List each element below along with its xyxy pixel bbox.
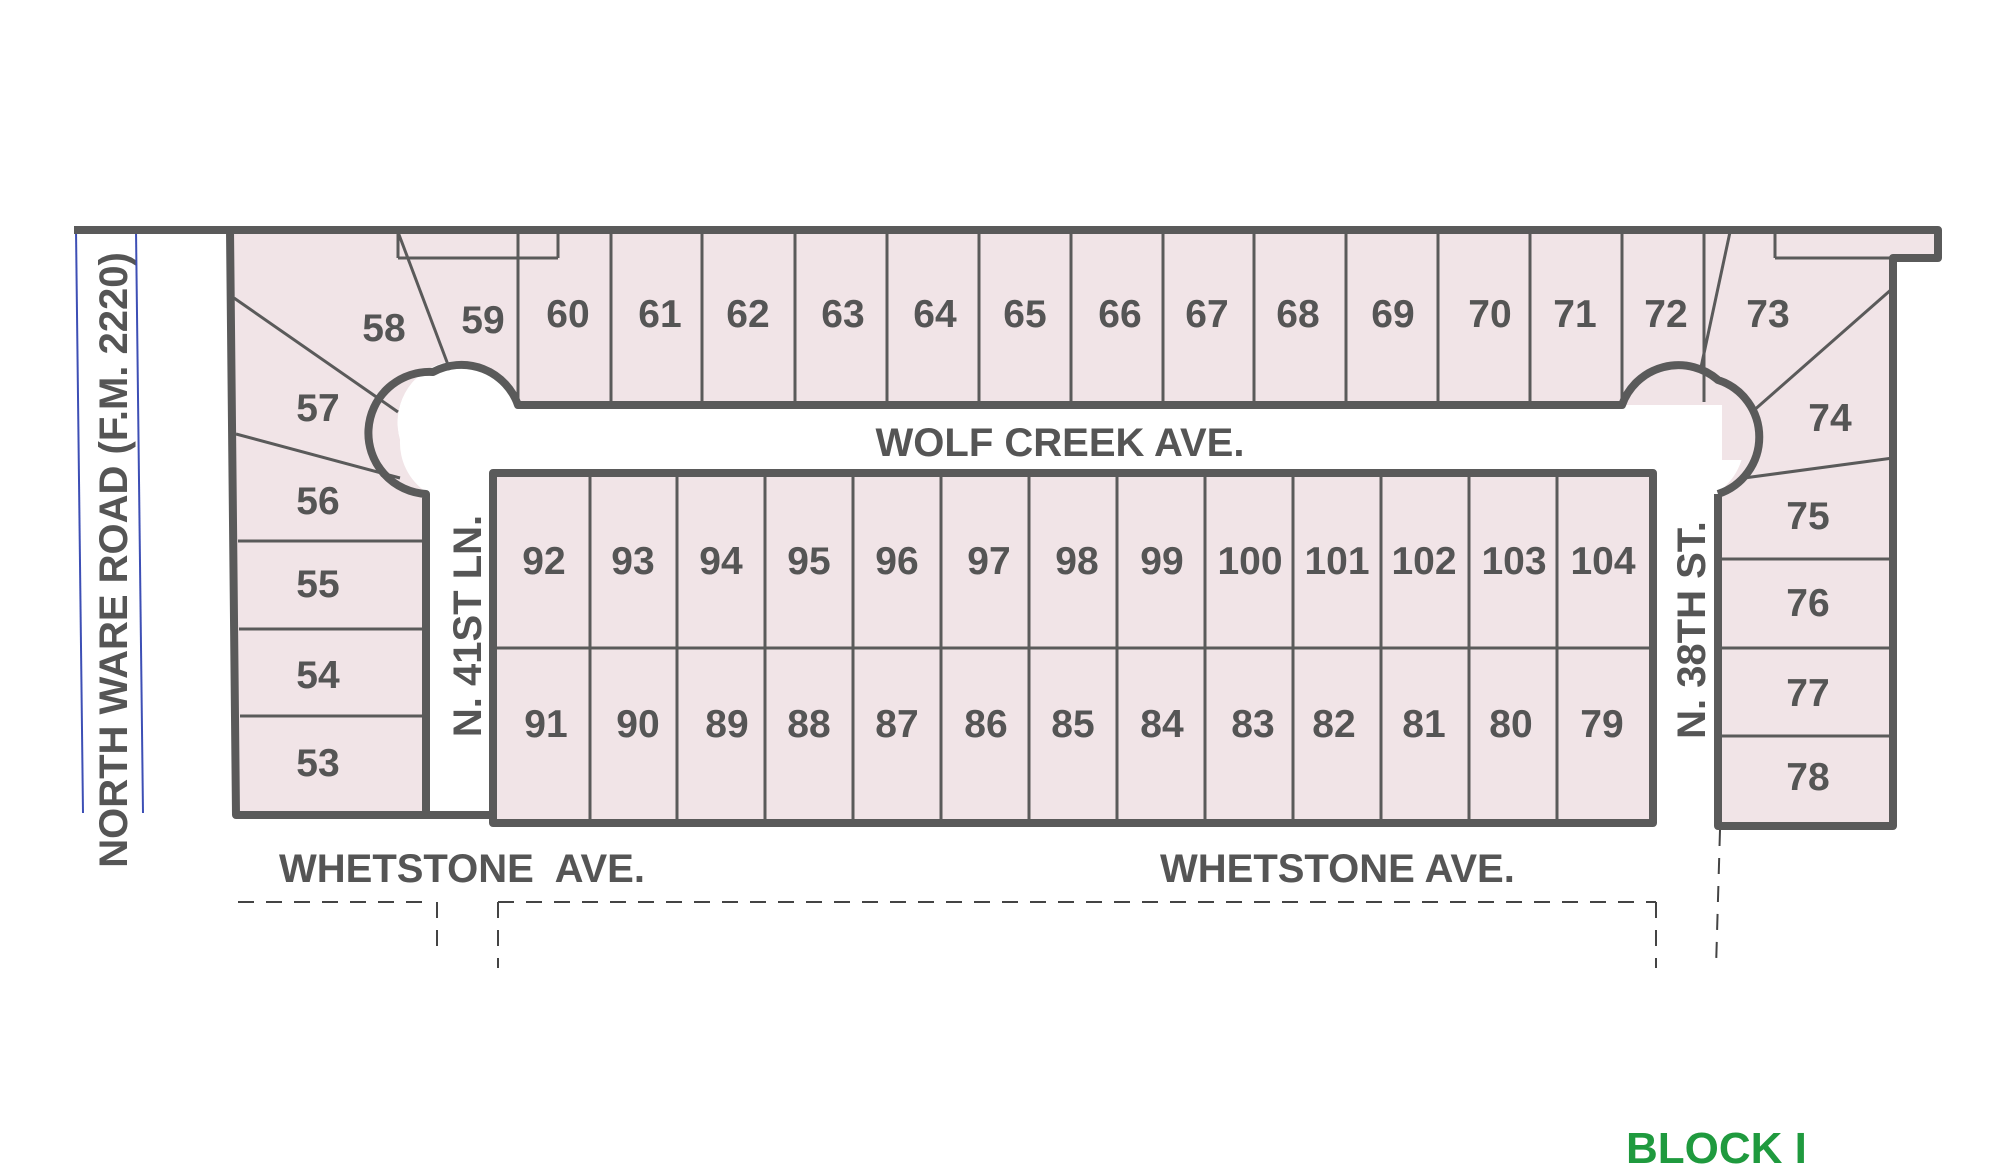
lot-label: 100 bbox=[1217, 540, 1282, 583]
north-ware-road bbox=[75, 229, 144, 814]
lot-label: 90 bbox=[616, 703, 659, 746]
lot-label: 86 bbox=[964, 703, 1007, 746]
west-boundary bbox=[226, 229, 493, 819]
lot-label: 101 bbox=[1304, 540, 1369, 583]
lot-label: 66 bbox=[1098, 293, 1141, 336]
lot-label: 93 bbox=[611, 540, 654, 583]
lot-label: 67 bbox=[1185, 293, 1228, 336]
lot-label: 76 bbox=[1786, 582, 1829, 625]
lot-label: 62 bbox=[726, 293, 769, 336]
lot-label: 83 bbox=[1231, 703, 1274, 746]
lot-label: 79 bbox=[1580, 703, 1623, 746]
lot-label: 61 bbox=[638, 293, 681, 336]
lot-label: 82 bbox=[1312, 703, 1355, 746]
lot-label: 75 bbox=[1786, 495, 1829, 538]
lot-label: 88 bbox=[787, 703, 830, 746]
lot-label: 87 bbox=[875, 703, 918, 746]
lot-label: 74 bbox=[1808, 397, 1852, 440]
lot-labels: 58 59 60 61 62 63 64 65 66 67 68 69 70 7… bbox=[296, 293, 1852, 799]
lot-label: 72 bbox=[1644, 293, 1687, 336]
lot-label: 77 bbox=[1786, 672, 1829, 715]
whetstone-ave-west-label: WHETSTONE AVE. bbox=[279, 847, 645, 891]
lot-label: 58 bbox=[362, 307, 405, 350]
lot-label: 97 bbox=[967, 540, 1010, 583]
lot-label: 68 bbox=[1276, 293, 1319, 336]
lot-label: 96 bbox=[875, 540, 918, 583]
north-boundary bbox=[74, 226, 1942, 830]
road-edge-west bbox=[75, 229, 84, 814]
block-label: BLOCK I bbox=[1626, 1124, 1807, 1172]
wolf-creek-frontage bbox=[364, 360, 1764, 815]
lot-label: 53 bbox=[296, 742, 339, 785]
lot-line bbox=[1751, 286, 1894, 414]
lot-label: 59 bbox=[461, 299, 504, 342]
wolf-creek-ave-label: WOLF CREEK AVE. bbox=[876, 421, 1245, 465]
lot-label: 94 bbox=[699, 540, 743, 583]
lot-label: 95 bbox=[787, 540, 830, 583]
lot-label: 71 bbox=[1553, 293, 1596, 336]
lot-label: 99 bbox=[1140, 540, 1183, 583]
road-edge-east bbox=[135, 229, 144, 814]
block-boundaries bbox=[74, 226, 1942, 830]
lot-label: 102 bbox=[1391, 540, 1456, 583]
lot-line bbox=[1743, 456, 1894, 480]
lot-label: 84 bbox=[1140, 703, 1184, 746]
n-41st-ln-label: N. 41ST LN. bbox=[446, 515, 490, 737]
lot-line bbox=[396, 231, 452, 371]
lot-line bbox=[1698, 231, 1732, 373]
lot-line bbox=[233, 296, 399, 414]
lot-label: 98 bbox=[1055, 540, 1098, 583]
lot-label: 54 bbox=[296, 654, 340, 697]
street-labels: NORTH WARE ROAD (F.M. 2220) WOLF CREEK A… bbox=[92, 252, 1714, 891]
whetstone-ave-east-label: WHETSTONE AVE. bbox=[1160, 847, 1515, 891]
lot-label: 103 bbox=[1481, 540, 1546, 583]
lot-line bbox=[235, 432, 401, 480]
whetstone-future-lines bbox=[238, 829, 1721, 969]
lot-label: 80 bbox=[1489, 703, 1532, 746]
lot-label: 69 bbox=[1371, 293, 1414, 336]
lot-label: 73 bbox=[1746, 293, 1789, 336]
lot-label: 60 bbox=[546, 293, 589, 336]
lot-label: 81 bbox=[1402, 703, 1445, 746]
lot-label: 78 bbox=[1786, 756, 1829, 799]
lot-lines bbox=[233, 231, 1894, 820]
lot-label: 91 bbox=[524, 703, 567, 746]
center-block-outline bbox=[489, 469, 1657, 827]
lot-label: 92 bbox=[522, 540, 565, 583]
n-38th-st-label: N. 38TH ST. bbox=[1670, 521, 1714, 739]
lot-label: 85 bbox=[1051, 703, 1094, 746]
lot-label: 63 bbox=[821, 293, 864, 336]
lot-label: 55 bbox=[296, 563, 339, 606]
lot-label: 70 bbox=[1468, 293, 1511, 336]
lot-label: 56 bbox=[296, 480, 339, 523]
lot-label: 57 bbox=[296, 387, 339, 430]
north-ware-road-label: NORTH WARE ROAD (F.M. 2220) bbox=[92, 252, 136, 868]
dashed-line bbox=[1715, 829, 1721, 969]
lot-label: 65 bbox=[1003, 293, 1046, 336]
lot-label: 104 bbox=[1570, 540, 1635, 583]
lot-label: 89 bbox=[705, 703, 748, 746]
lot-label: 64 bbox=[913, 293, 957, 336]
